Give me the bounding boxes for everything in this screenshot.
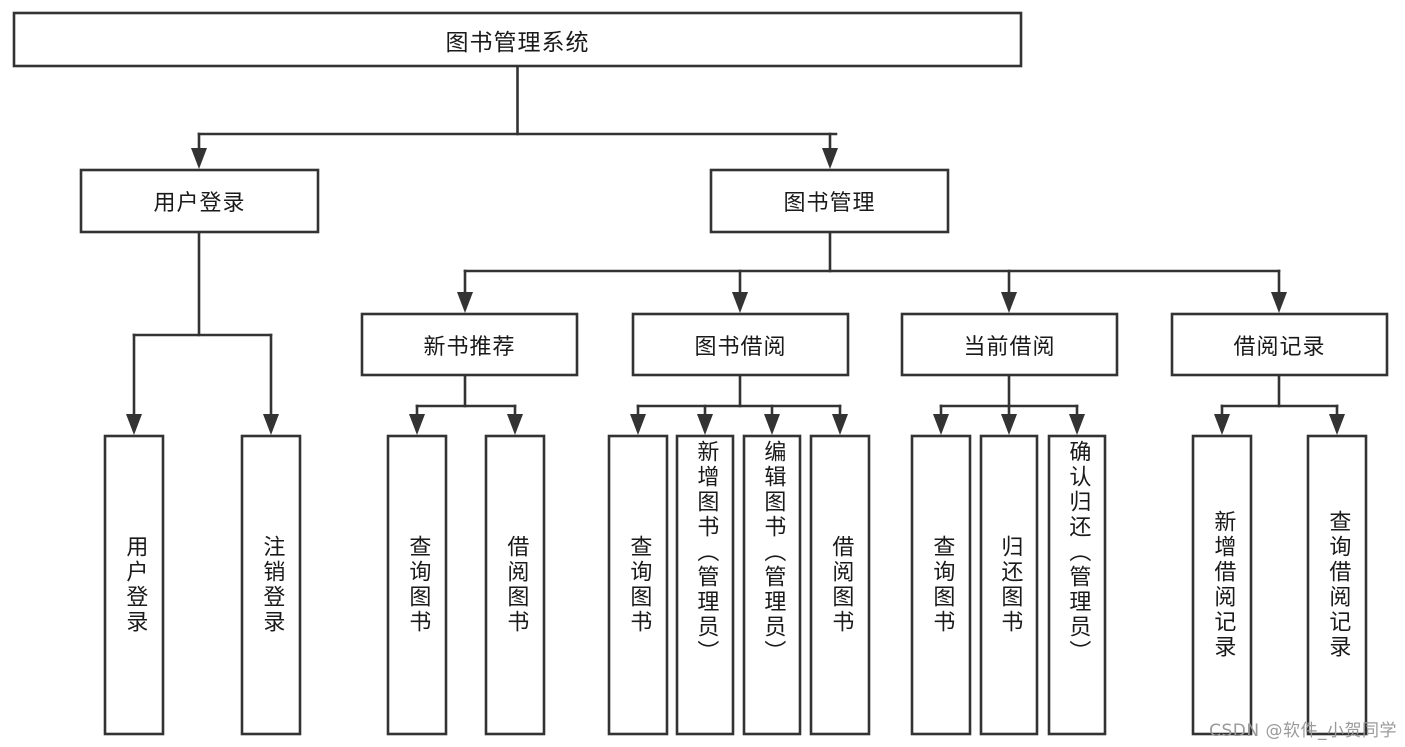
arrow-leaf-return-book <box>1001 414 1017 435</box>
arrow-leaf-edit-book <box>764 414 780 435</box>
edges-user-login-to-leaves <box>126 231 279 435</box>
edges-book-borrow-to-leaves <box>630 374 848 435</box>
node-leaf-confirm-return-box[interactable] <box>1047 434 1107 736</box>
node-leaf-edit-book-box[interactable] <box>742 434 802 736</box>
node-leaf-add-record-box[interactable] <box>1191 434 1253 736</box>
node-leaf-query-record-box[interactable] <box>1306 434 1368 736</box>
arrow-leaf-add-book <box>697 414 713 435</box>
arrow-leaf-user-login <box>126 414 142 435</box>
edges-new-book-to-leaves <box>409 374 523 435</box>
arrow-leaf-borrow-book-2 <box>832 414 848 435</box>
edges-book-manage-to-level3 <box>457 231 1287 313</box>
arrow-borrow-record <box>1271 292 1287 313</box>
node-leaf-query-book-1-box[interactable] <box>386 434 448 736</box>
node-user-login-box[interactable] <box>79 168 320 234</box>
node-leaf-query-book-2-box[interactable] <box>607 434 669 736</box>
node-new-book-recommend-box[interactable] <box>360 312 579 377</box>
node-leaf-add-book-box[interactable] <box>675 434 735 736</box>
node-leaf-logout-login-box[interactable] <box>240 434 302 736</box>
arrow-book-borrow <box>732 292 748 313</box>
arrow-leaf-query-book-1 <box>409 414 425 435</box>
arrow-leaf-query-record <box>1329 414 1345 435</box>
node-leaf-borrow-book-2-box[interactable] <box>809 434 871 736</box>
edges-root-to-level2 <box>191 65 838 169</box>
node-borrow-record-box[interactable] <box>1170 312 1389 377</box>
node-book-manage-box[interactable] <box>709 168 950 234</box>
node-book-borrow-box[interactable] <box>631 312 850 377</box>
arrow-book-manage <box>822 148 838 169</box>
node-leaf-return-book-box[interactable] <box>979 434 1039 736</box>
arrow-leaf-borrow-book-1 <box>507 414 523 435</box>
arrow-new-book-recommend <box>457 292 473 313</box>
node-current-borrow-box[interactable] <box>900 312 1119 377</box>
edges-borrow-record-to-leaves <box>1214 374 1345 435</box>
arrow-leaf-query-book-2 <box>630 414 646 435</box>
node-leaf-query-book-3-box[interactable] <box>910 434 972 736</box>
node-root-box[interactable] <box>12 11 1023 68</box>
arrow-user-login <box>191 148 207 169</box>
arrow-leaf-add-record <box>1214 414 1230 435</box>
node-leaf-user-login-box[interactable] <box>103 434 165 736</box>
arrow-leaf-confirm-return <box>1069 414 1085 435</box>
edges-current-borrow-to-leaves <box>933 374 1085 435</box>
arrow-leaf-logout <box>263 414 279 435</box>
arrow-leaf-query-book-3 <box>933 414 949 435</box>
arrow-current-borrow <box>1001 292 1017 313</box>
node-leaf-borrow-book-1-box[interactable] <box>484 434 546 736</box>
